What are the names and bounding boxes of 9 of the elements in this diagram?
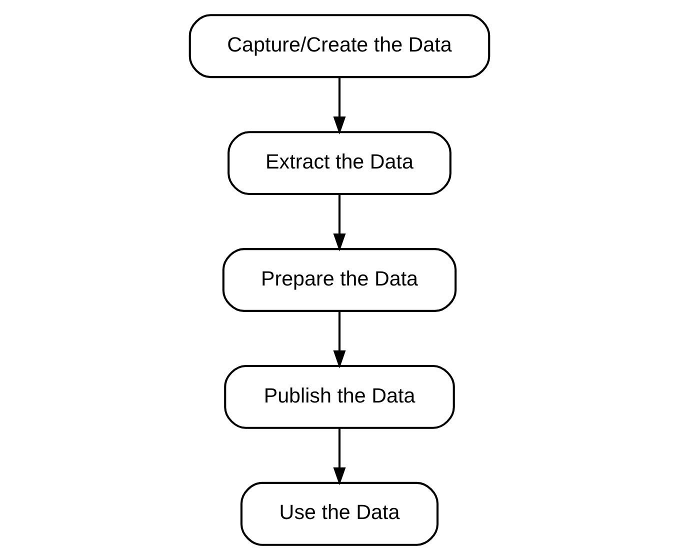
- node-box: Capture/Create the Data: [188, 14, 490, 78]
- arrow: [333, 78, 346, 134]
- node-box: Publish the Data: [224, 364, 455, 429]
- node-box: Extract the Data: [228, 131, 452, 196]
- arrow: [333, 428, 346, 486]
- node-box: Use the Data: [240, 482, 439, 546]
- arrow: [333, 194, 346, 252]
- arrow: [333, 312, 346, 368]
- node-box: Prepare the Data: [222, 248, 457, 312]
